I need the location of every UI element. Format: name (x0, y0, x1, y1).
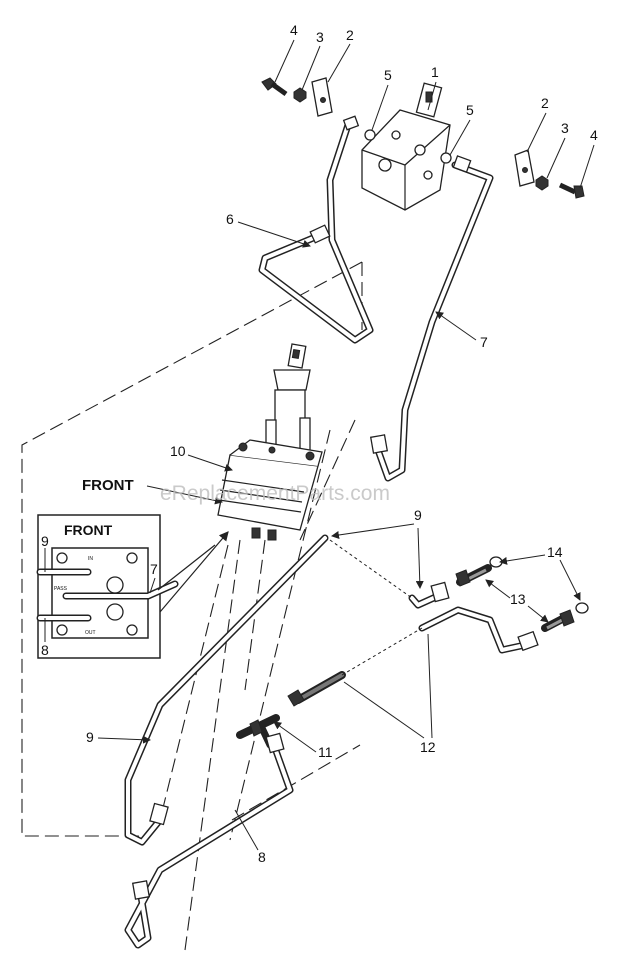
callout-3-left: 3 (316, 29, 324, 45)
callout-1: 1 (431, 64, 439, 80)
alignment-dashed-line (184, 539, 241, 951)
callout-4-left: 4 (290, 22, 298, 38)
valve-body-part (361, 82, 451, 211)
callout-6: 6 (226, 211, 234, 227)
fitting-13-lower-part (541, 609, 575, 632)
bolt-left-part (261, 77, 288, 97)
callout-3-right: 3 (561, 120, 569, 136)
alignment-dashed-outline (21, 261, 363, 837)
callout-group: 1 2 3 4 5 2 3 4 5 6 7 10 9 9 14 13 (86, 22, 598, 865)
pipe-8-part (124, 732, 294, 949)
inset-callout-8: 8 (41, 642, 49, 658)
nut-right-part (535, 175, 549, 191)
inset-title: FRONT (64, 522, 113, 538)
front-leader (146, 485, 223, 505)
callout-5-left: 5 (384, 67, 392, 83)
inset-callout-7: 7 (150, 561, 158, 577)
callout-8: 8 (258, 849, 266, 865)
o-ring-right-part (440, 152, 452, 164)
nut-left-part (293, 87, 307, 103)
pipe-7-part (369, 155, 494, 482)
watermark-text: eReplacementParts.com (160, 482, 390, 505)
bolt-right-part (558, 182, 585, 199)
inset-leader-arrow (159, 531, 229, 613)
callout-9-left: 9 (86, 729, 94, 745)
steering-unit-part (217, 343, 323, 541)
connector-dotted-line (341, 627, 423, 676)
port-label-out: OUT (85, 630, 96, 636)
callout-13: 13 (510, 591, 526, 607)
port-label-in: IN (88, 556, 93, 562)
alignment-dashed-line (229, 429, 331, 841)
callout-14: 14 (547, 544, 563, 560)
alignment-dashed-line (159, 544, 229, 821)
pipe-6-part (258, 115, 374, 344)
o-ring-left-part (364, 129, 376, 141)
callout-4-right: 4 (590, 127, 598, 143)
inset-callout-9: 9 (41, 533, 49, 549)
front-view-inset: FRONT IN PASS OUT 9 7 8 (36, 514, 179, 659)
callout-2-left: 2 (346, 27, 354, 43)
front-label: FRONT (82, 477, 134, 494)
callout-9-right: 9 (414, 507, 422, 523)
callout-5-right: 5 (466, 102, 474, 118)
alignment-dashed-line (299, 419, 356, 541)
pipe-12-lower-part (287, 671, 346, 707)
inset-leader-arrow (157, 544, 216, 591)
pipe-12-upper-part (418, 606, 539, 654)
callout-2-right: 2 (541, 95, 549, 111)
callout-10: 10 (170, 443, 186, 459)
o-ring-14-lower-part (575, 602, 589, 614)
callout-7: 7 (480, 334, 488, 350)
callout-12: 12 (420, 739, 436, 755)
pipe-9-short-part (408, 581, 450, 609)
bracket-left-part (311, 77, 333, 117)
fitting-13-upper-part (455, 564, 492, 587)
port-label-pass: PASS (54, 586, 68, 592)
callout-11: 11 (318, 744, 333, 760)
bracket-right-part (514, 149, 535, 187)
connector-dotted-line (329, 539, 413, 599)
alignment-dashed-line (244, 539, 266, 691)
pipe-9-part (124, 534, 329, 846)
